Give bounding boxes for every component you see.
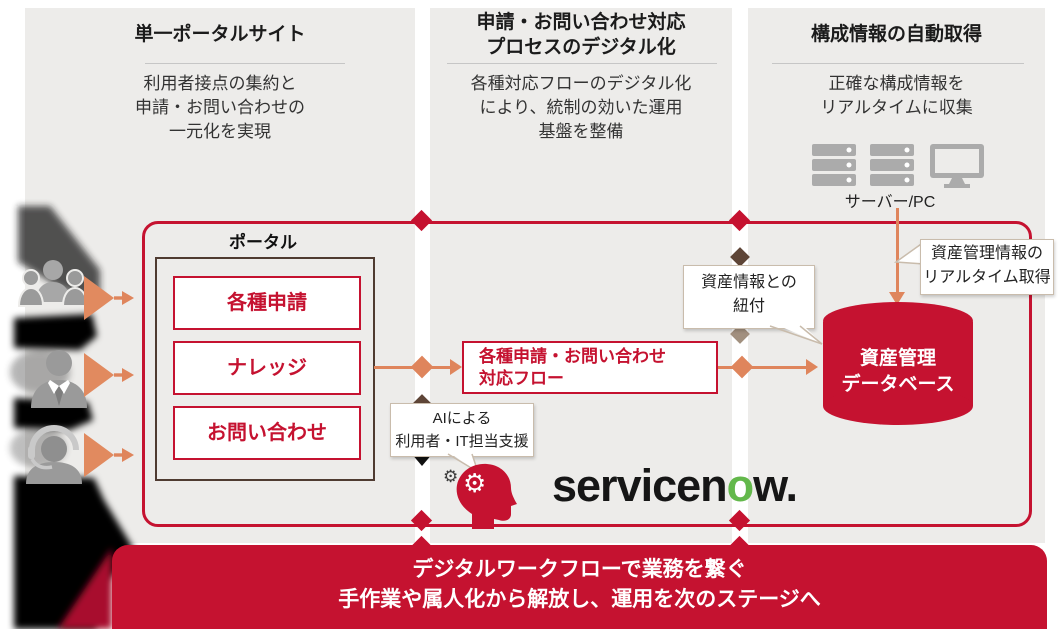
servicenow-logo: servicenow. bbox=[552, 460, 798, 512]
server-icon bbox=[870, 144, 914, 186]
column-title-config: 構成情報の自動取得 bbox=[810, 24, 982, 45]
arrow-head-icon bbox=[806, 359, 818, 375]
support-agent-icon bbox=[26, 425, 82, 484]
server-pc-label: サーバー/PC bbox=[844, 194, 936, 211]
logo-text: servicen bbox=[552, 460, 728, 511]
divider bbox=[145, 63, 345, 64]
database-icon: 資産管理 データベース bbox=[841, 348, 955, 395]
portal-label: ポータル bbox=[229, 233, 297, 252]
flow-box: 各種申請・お問い合わせ 対応フロー bbox=[462, 341, 718, 394]
portal-item-inquiry: お問い合わせ bbox=[173, 406, 361, 460]
inflow-arrow-icon-3 bbox=[84, 433, 134, 477]
bottom-banner: デジタルワークフローで業務を繋ぐ 手作業や属人化から解放し、運用を次のステージへ bbox=[112, 545, 1047, 629]
banner-line1: デジタルワークフローで業務を繋ぐ bbox=[412, 558, 747, 581]
gear-icon: ⚙ bbox=[443, 467, 459, 486]
server-icon bbox=[812, 144, 856, 186]
arrow-head-icon bbox=[450, 359, 462, 375]
logo-text: w. bbox=[753, 460, 798, 511]
banner-line2: 手作業や属人化から解放し、運用を次のステージへ bbox=[338, 588, 821, 611]
gear-icon: ⚙ bbox=[463, 468, 487, 498]
ai-head-icon bbox=[456, 463, 517, 529]
workflow-frame bbox=[142, 221, 1032, 527]
portal-frame bbox=[155, 257, 375, 481]
inflow-arrow-icon-2 bbox=[84, 353, 134, 397]
divider bbox=[772, 63, 1024, 64]
column-desc-config: 正確な構成情報を リアルタイムに収集 bbox=[820, 74, 973, 117]
inflow-arrow-icon-1 bbox=[84, 276, 134, 320]
column-title-portal: 単一ポータルサイト bbox=[134, 24, 306, 45]
connector-servers-to-database bbox=[896, 208, 899, 294]
callout-tail bbox=[893, 241, 925, 265]
connector-flow-to-database bbox=[716, 366, 808, 369]
divider bbox=[447, 63, 717, 64]
monitor-icon bbox=[930, 144, 984, 188]
callout-asset-link: 資産情報との 紐付 bbox=[683, 265, 815, 329]
callout-realtime-acquisition: 資産管理情報の リアルタイム取得 bbox=[920, 239, 1054, 295]
portal-item-knowledge: ナレッジ bbox=[173, 341, 361, 395]
column-desc-process: 各種対応フローのデジタル化 により、統制の効いた運用 基盤を整備 bbox=[470, 74, 692, 141]
arrow-head-icon bbox=[889, 292, 905, 305]
callout-tail bbox=[769, 322, 823, 345]
users-group-icon bbox=[18, 260, 88, 307]
logo-o-icon: o bbox=[726, 460, 754, 511]
column-title-process: 申請・お問い合わせ対応 プロセスのデジタル化 bbox=[476, 12, 686, 58]
column-desc-portal: 利用者接点の集約と 申請・お問い合わせの 一元化を実現 bbox=[135, 74, 305, 141]
database-bottom bbox=[823, 387, 973, 425]
portal-item-applications: 各種申請 bbox=[173, 276, 361, 330]
business-user-icon bbox=[31, 350, 87, 408]
callout-ai-support: AIによる 利用者・IT担当支援 bbox=[390, 403, 534, 457]
